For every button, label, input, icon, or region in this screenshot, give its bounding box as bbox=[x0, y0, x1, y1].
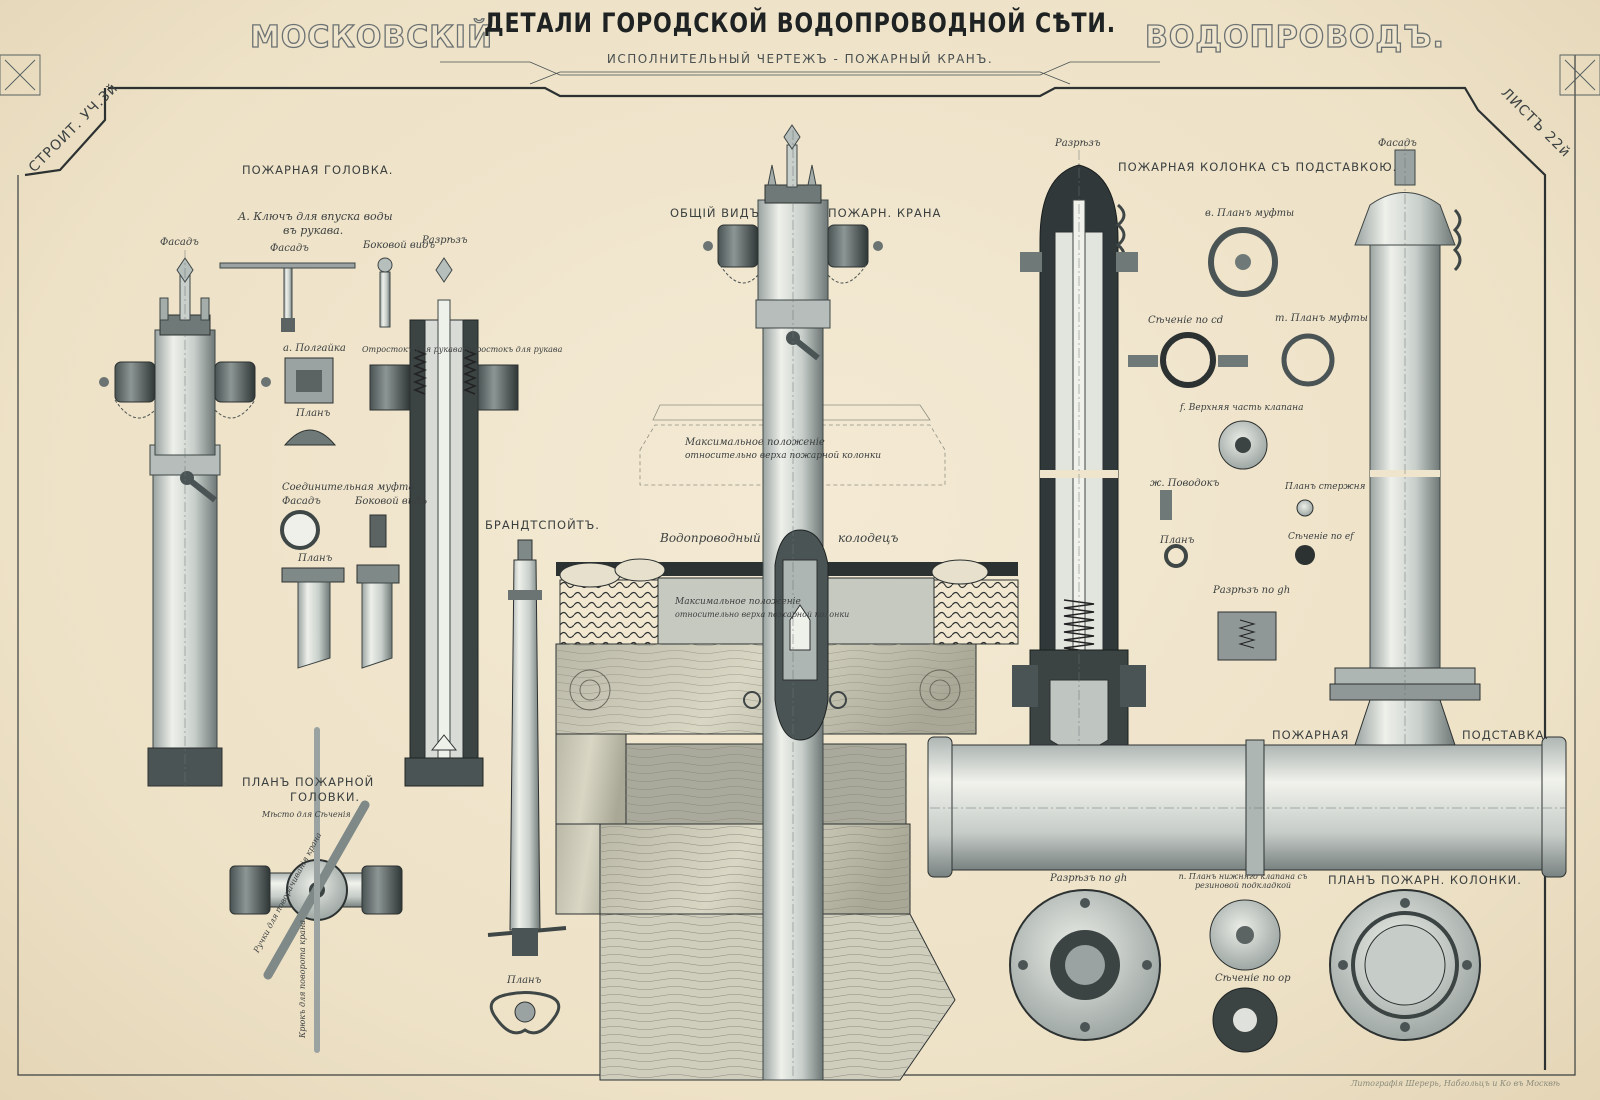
note-section-ef: Сѣченіе по ef bbox=[1288, 532, 1354, 542]
column-small-details bbox=[1128, 227, 1335, 661]
note-coupling: Соединительная муфта bbox=[282, 482, 415, 493]
fire-head-plan bbox=[229, 727, 403, 1053]
caption-general-view: ОБЩІЙ ВИДЪ bbox=[670, 206, 761, 220]
note-max-pos-2b: относительно верха пожарной колонки bbox=[675, 610, 850, 619]
fire-stand bbox=[927, 736, 1567, 878]
note-plan-b: в. Планъ муфты bbox=[1205, 208, 1295, 219]
caption-column-plan: ПЛАНЪ ПОЖАРН. КОЛОНКИ. bbox=[1328, 873, 1522, 887]
note-facade: Фасадъ bbox=[160, 237, 199, 248]
caption-stand-2: ПОДСТАВКА. bbox=[1462, 728, 1550, 742]
fire-column-section bbox=[1012, 150, 1146, 800]
note-coupling-plan: Планъ bbox=[298, 553, 333, 564]
caption-stand-1: ПОЖАРНАЯ bbox=[1272, 728, 1350, 742]
caption-fire-column: ПОЖАРНАЯ КОЛОНКА СЪ ПОДСТАВКОЮ. bbox=[1118, 160, 1398, 174]
note-key-2: въ рукава. bbox=[283, 224, 344, 237]
note-nut: а. Полгайка bbox=[283, 343, 346, 354]
note-driver: ж. Поводокъ bbox=[1150, 478, 1220, 489]
lithographer-imprint: Литографія Шерерь, Набгольцъ и Ко въ Мос… bbox=[1350, 1079, 1560, 1088]
bottom-plans bbox=[1009, 889, 1481, 1053]
note-plan-star: Планъ стержня bbox=[1285, 482, 1366, 492]
fire-head-facade bbox=[99, 250, 271, 790]
note-upper-valve: f. Верхняя часть клапана bbox=[1180, 403, 1304, 413]
note-valve-plan: п. Планъ нижняго клапана съ резиновой по… bbox=[1178, 872, 1308, 890]
note-max-pos-2a: относительно верха пожарной колонки bbox=[685, 451, 882, 461]
note-plan-m: т. Планъ муфты bbox=[1275, 313, 1368, 324]
hydrant-general-view bbox=[703, 124, 883, 1081]
sheet-title: ДЕТАЛИ ГОРОДСКОЙ ВОДОПРОВОДНОЙ СѢТИ. bbox=[483, 8, 1117, 39]
note-driver-plan: Планъ bbox=[1160, 535, 1195, 546]
note-key-1: А. Ключъ для впуска воды bbox=[238, 210, 393, 223]
note-max-pos-1a: Максимальное положеніе bbox=[685, 437, 825, 448]
note-outlet-2: Отростокъ для рукава bbox=[462, 345, 563, 354]
caption-fire-tap: ПОЖАРН. КРАНА bbox=[828, 206, 942, 220]
note-well-2: колодецъ bbox=[838, 531, 899, 545]
note-outlet-1: Отростокъ для рукава bbox=[362, 345, 463, 354]
caption-nozzle: БРАНДТСПОЙТЪ. bbox=[485, 518, 600, 532]
note-facade-small: Фасадъ bbox=[270, 243, 309, 254]
note-section-gh: Разрѣзъ по gh bbox=[1213, 585, 1291, 596]
key-details bbox=[219, 257, 400, 669]
sheet-subtitle: ИСПОЛНИТЕЛЬНЫЙ ЧЕРТЕЖЪ - ПОЖАРНЫЙ КРАНЪ. bbox=[606, 52, 994, 66]
note-section-cd: Сѣченіе по cd bbox=[1148, 315, 1224, 326]
fire-column-facade bbox=[1329, 140, 1481, 746]
note-col-facade: Фасадъ bbox=[1378, 138, 1417, 149]
note-plan: Планъ bbox=[296, 408, 331, 419]
note-max-pos-1b: Максимальное положеніе bbox=[675, 597, 801, 607]
note-plan-cross-3: Крюкъ для поворота крана bbox=[298, 920, 307, 1038]
note-plan-cross-1: Мѣсто для Сѣченія bbox=[262, 810, 351, 819]
right-title: ВОДОПРОВОДЪ. bbox=[1144, 19, 1445, 55]
note-side-view: Боковой видъ bbox=[363, 240, 436, 251]
left-title: МОСКОВСКІЙ bbox=[249, 19, 494, 55]
note-well-1: Водопроводный bbox=[660, 531, 761, 545]
note-section-op: Сѣченіе по op bbox=[1215, 973, 1291, 984]
note-section-gh2: Разрѣзъ по gh bbox=[1050, 873, 1128, 884]
note-coupling-facade: Фасадъ bbox=[282, 496, 321, 507]
fire-nozzle bbox=[487, 539, 567, 1035]
caption-fire-head: ПОЖАРНАЯ ГОЛОВКА. bbox=[242, 163, 394, 177]
note-coupling-side: Боковой видъ bbox=[355, 496, 428, 507]
caption-head-plan-1: ПЛАНЪ ПОЖАРНОЙ bbox=[242, 775, 375, 789]
note-section: Разрѣзъ bbox=[422, 235, 468, 246]
note-col-section: Разрѣзъ bbox=[1055, 138, 1101, 149]
caption-head-plan-2: ГОЛОВКИ. bbox=[290, 790, 361, 804]
fire-head-section bbox=[369, 257, 519, 787]
note-nozzle-plan: Планъ bbox=[507, 975, 542, 986]
